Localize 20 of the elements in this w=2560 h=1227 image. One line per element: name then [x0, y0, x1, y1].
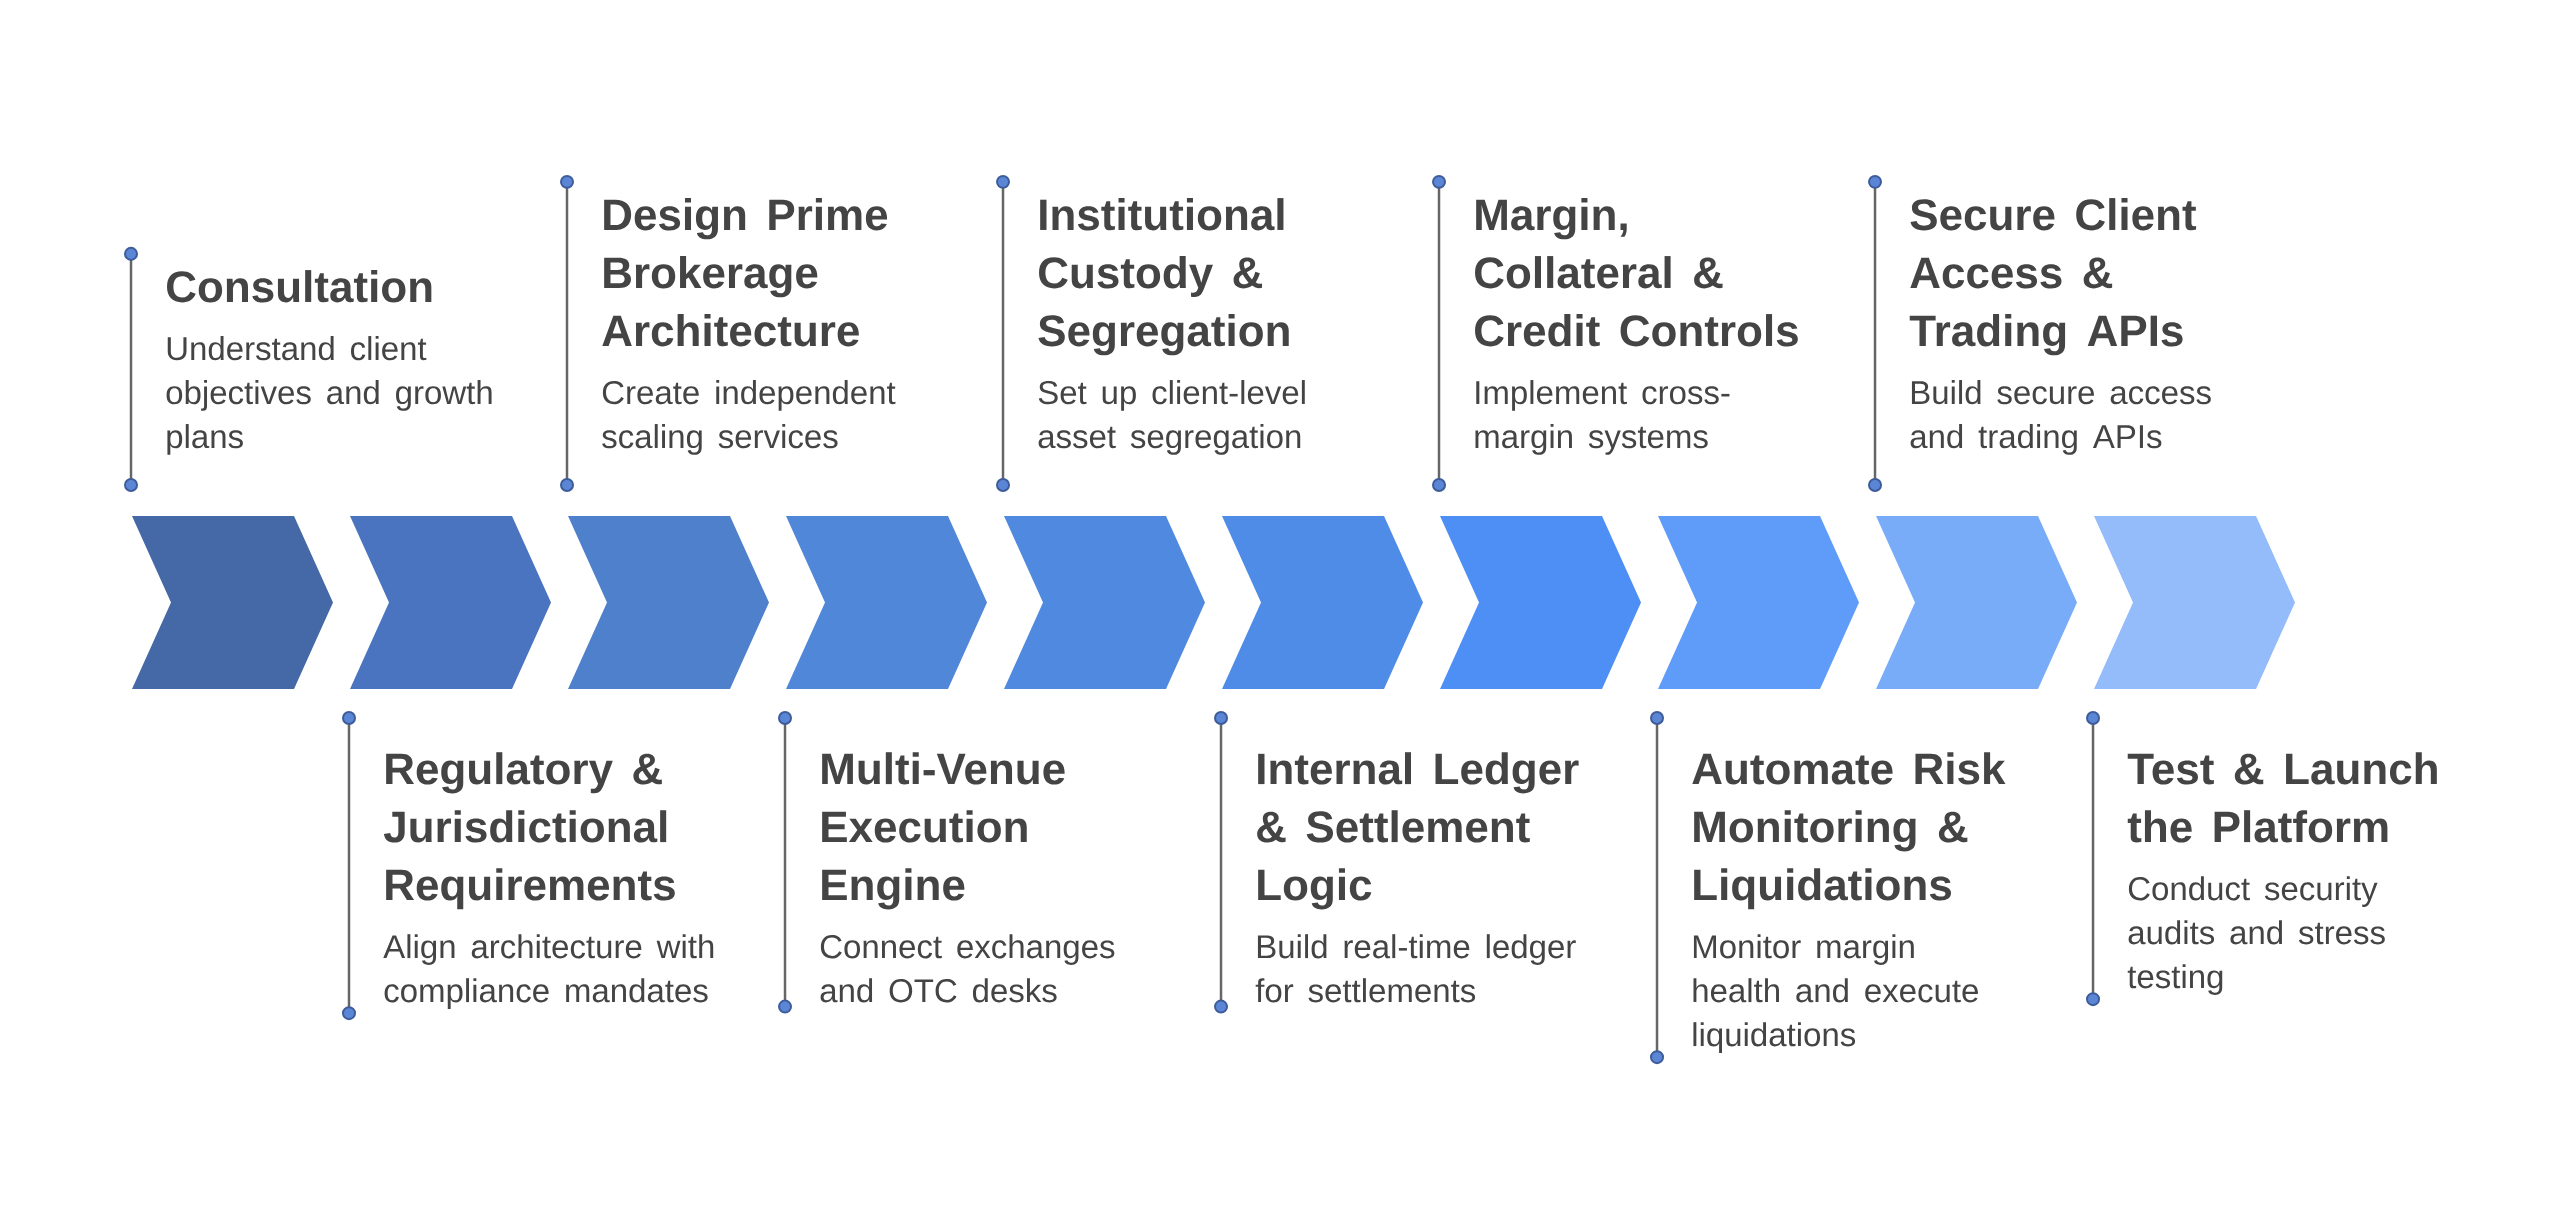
chevron-shape: [1658, 516, 1859, 689]
chevron-shape: [2094, 516, 2296, 689]
step-text: Design Prime Brokerage Architecture Create independent scaling services: [602, 198, 896, 455]
step-text: Secure Client Access & Trading APIs Build secure access and trading APIs: [1909, 198, 2211, 455]
step-text: Internal Ledger & Settlement Logic Build real-time ledger for settlements: [1255, 752, 1579, 1003]
chevron-shape: [1222, 516, 1423, 689]
step-text: Regulatory & Jurisdictional Requirements Align architecture with compliance mandates: [383, 752, 714, 1009]
step-text: Margin, Collateral & Credit Controls Implement cross-margin systems: [1475, 198, 1798, 455]
step-text: Test & Launch the Platform Conduct security audits and stress testing: [2127, 752, 2437, 995]
chevron-shape: [786, 516, 987, 689]
chevron-shape: [1876, 516, 2077, 689]
chevron-shape: [1004, 516, 1205, 689]
step-text: Automate Risk Monitoring & Liquidations Monitor margin health and execute liquidations: [1692, 752, 2006, 1053]
step-text: Institutional Custody & Segregation Set up client-level asset segregation: [1038, 198, 1305, 455]
chevron-shape: [568, 516, 769, 689]
step-text: Multi-Venue Execution Engine Connect exchanges and OTC desks: [820, 752, 1115, 1003]
chevron-shape: [132, 516, 333, 689]
chevron-shape: [350, 516, 551, 689]
step-text: Consultation Understand client objectives and growth plans: [166, 270, 492, 455]
chevron-shape: [1440, 516, 1641, 689]
